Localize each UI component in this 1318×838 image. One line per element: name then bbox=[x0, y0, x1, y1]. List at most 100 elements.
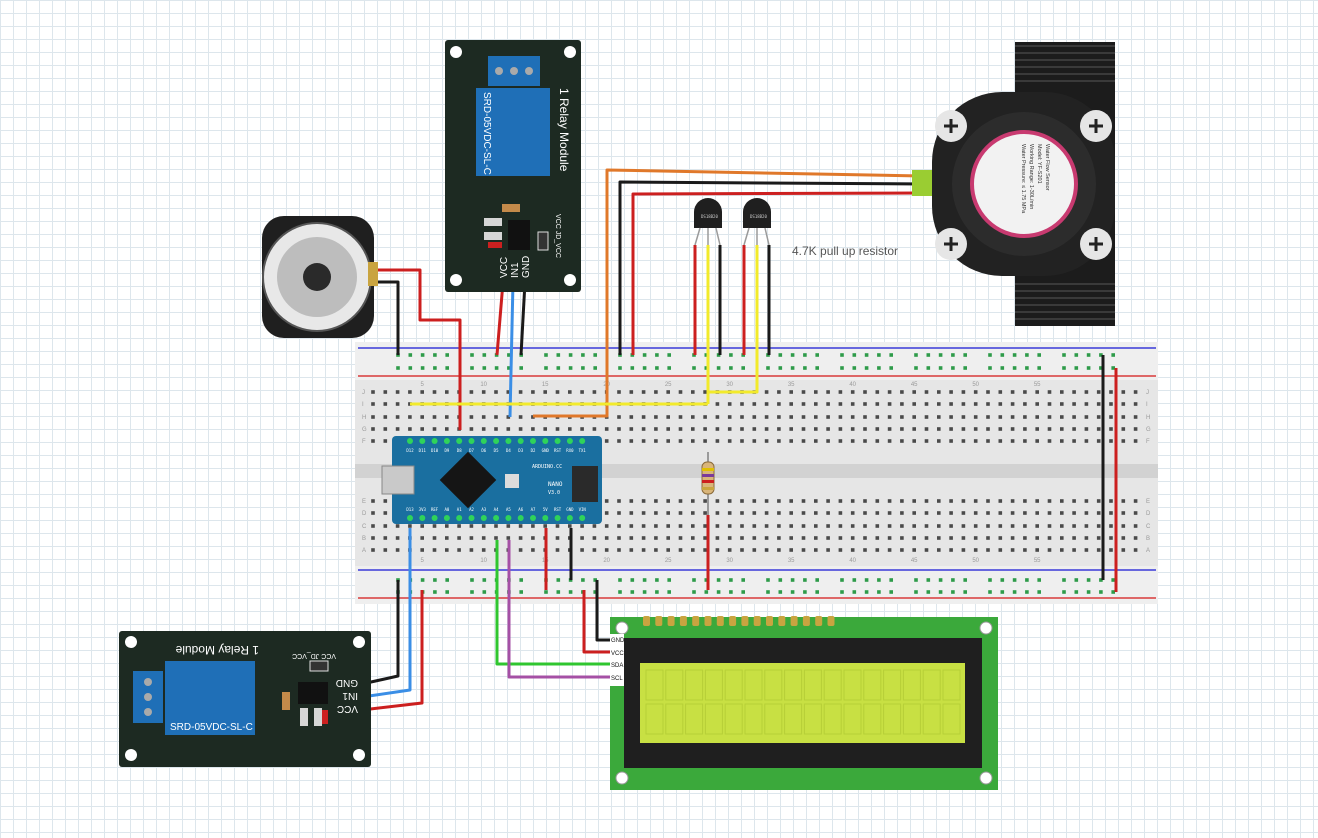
wire-flow-orange bbox=[533, 168, 923, 418]
nano-pin-label: A2 bbox=[469, 507, 474, 512]
lcd-cell bbox=[764, 703, 783, 735]
breadboard-hole bbox=[654, 548, 658, 552]
breadboard-hole bbox=[973, 390, 978, 394]
rail-hole bbox=[507, 366, 511, 370]
breadboard-hole bbox=[666, 499, 670, 503]
breadboard-hole bbox=[949, 548, 953, 552]
lcd-cell bbox=[902, 669, 921, 701]
row-letter: E bbox=[1146, 499, 1150, 505]
breadboard-hole bbox=[604, 536, 609, 540]
rail-hole bbox=[815, 366, 819, 370]
breadboard-hole bbox=[371, 511, 375, 515]
breadboard-hole bbox=[506, 524, 511, 528]
breadboard-hole bbox=[887, 536, 892, 540]
rail-hole bbox=[741, 590, 745, 594]
breadboard-hole bbox=[850, 439, 855, 443]
led bbox=[488, 242, 502, 248]
rail-hole bbox=[1025, 353, 1029, 357]
breadboard-hole bbox=[973, 427, 978, 431]
lcd-cell bbox=[902, 703, 921, 735]
resistor-band bbox=[702, 468, 714, 471]
rail-hole bbox=[692, 590, 696, 594]
breadboard-hole bbox=[506, 390, 511, 394]
breadboard-hole bbox=[654, 439, 658, 443]
mount-hole bbox=[353, 636, 365, 648]
breadboard-hole bbox=[838, 415, 843, 419]
lcd-cell bbox=[883, 669, 902, 701]
breadboard-hole bbox=[1109, 402, 1113, 406]
breadboard-hole bbox=[543, 427, 547, 431]
breadboard-hole bbox=[1133, 548, 1138, 552]
breadboard-hole bbox=[1133, 390, 1138, 394]
rail-hole bbox=[716, 578, 721, 582]
nano-pin bbox=[517, 438, 524, 444]
rail-hole bbox=[951, 366, 955, 370]
breadboard-hole bbox=[752, 402, 757, 406]
breadboard-hole bbox=[666, 511, 670, 515]
mount-hole bbox=[125, 636, 137, 648]
rail-hole bbox=[938, 578, 943, 582]
breadboard-hole bbox=[777, 415, 781, 419]
lcd-cell bbox=[665, 669, 684, 701]
nano-pin bbox=[419, 438, 426, 444]
breadboard-hole bbox=[1084, 427, 1089, 431]
rail-hole bbox=[519, 590, 523, 594]
breadboard-hole bbox=[727, 439, 732, 443]
breadboard-hole bbox=[863, 511, 867, 515]
breadboard-hole bbox=[1035, 536, 1039, 540]
breadboard-hole bbox=[617, 415, 621, 419]
breadboard-hole bbox=[703, 427, 707, 431]
breadboard-hole bbox=[604, 439, 609, 443]
nano-pin-label: VIN bbox=[579, 507, 587, 512]
breadboard-hole bbox=[1096, 390, 1101, 394]
breadboard-hole bbox=[555, 524, 560, 528]
rail-hole bbox=[667, 578, 671, 582]
rail-hole bbox=[840, 590, 844, 594]
breadboard-hole bbox=[1133, 524, 1138, 528]
breadboard-hole bbox=[1096, 427, 1101, 431]
nano-pin-label: D7 bbox=[469, 448, 474, 453]
relay-bottom-pin-vcc: VCC bbox=[337, 703, 358, 714]
nano-pin-label: D6 bbox=[481, 448, 486, 453]
breadboard-hole bbox=[604, 499, 609, 503]
breadboard-hole bbox=[1010, 439, 1015, 443]
rail-hole bbox=[729, 578, 733, 582]
breadboard-hole bbox=[764, 511, 769, 515]
breadboard-hole bbox=[937, 390, 941, 394]
flow-sensor-text-3: Working Range: 1-30L/min bbox=[1028, 144, 1034, 209]
breadboard-hole bbox=[1060, 427, 1064, 431]
breadboard-hole bbox=[924, 402, 929, 406]
breadboard-hole bbox=[703, 548, 707, 552]
jumper bbox=[309, 660, 329, 672]
breadboard-hole bbox=[629, 499, 634, 503]
breadboard-hole bbox=[703, 536, 707, 540]
breadboard-hole bbox=[740, 524, 744, 528]
breadboard-hole bbox=[1035, 548, 1039, 552]
resistor-band bbox=[702, 487, 714, 490]
rail-hole bbox=[914, 353, 918, 357]
breadboard-hole bbox=[826, 390, 830, 394]
nano-pin bbox=[480, 515, 487, 521]
rail-hole bbox=[864, 578, 869, 582]
lcd-cell bbox=[803, 703, 822, 735]
rail-hole bbox=[630, 366, 635, 370]
breadboard-hole bbox=[998, 511, 1003, 515]
breadboard-hole bbox=[912, 402, 916, 406]
rail-hole bbox=[914, 366, 918, 370]
mount-hole bbox=[564, 46, 576, 58]
breadboard-hole bbox=[850, 499, 855, 503]
breadboard-hole bbox=[420, 390, 424, 394]
breadboard-hole bbox=[629, 524, 634, 528]
rail-hole bbox=[815, 353, 819, 357]
nano-pin-label: D13 bbox=[406, 507, 414, 512]
rail-hole bbox=[581, 578, 585, 582]
ds18b20-body bbox=[743, 198, 771, 228]
pullup-resistor bbox=[701, 452, 715, 515]
breadboard-hole bbox=[371, 499, 375, 503]
lcd-header-pins bbox=[643, 616, 835, 626]
rail-hole bbox=[729, 366, 733, 370]
breadboard-hole bbox=[1047, 402, 1052, 406]
breadboard-hole bbox=[949, 427, 953, 431]
mount-hole bbox=[615, 621, 629, 635]
breadboard-hole bbox=[1060, 536, 1064, 540]
